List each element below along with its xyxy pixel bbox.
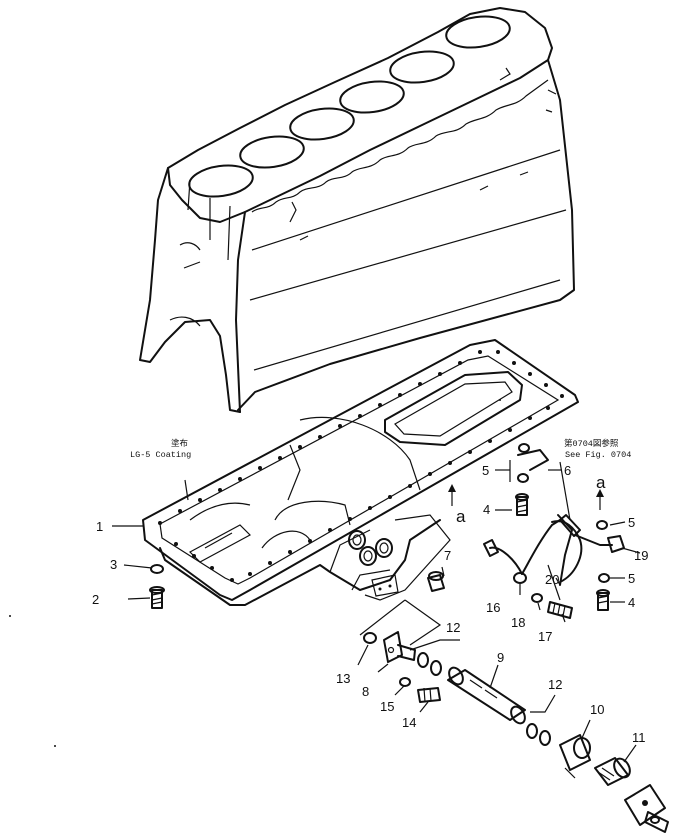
callout-18: 18 <box>511 615 525 630</box>
callout-5-lower-right: 5 <box>628 571 635 586</box>
callout-15: 15 <box>380 699 394 714</box>
callout-20: 20 <box>545 572 559 587</box>
callout-5-upper-right: 5 <box>628 515 635 530</box>
callout-3: 3 <box>110 557 117 572</box>
callout-19: 19 <box>634 548 648 563</box>
callout-9: 9 <box>497 650 504 665</box>
callout-8: 8 <box>362 684 369 699</box>
oil-pan-drawing <box>142 339 579 606</box>
callout-17: 17 <box>538 629 552 644</box>
callout-16: 16 <box>486 600 500 615</box>
callout-6: 6 <box>564 463 571 478</box>
callout-11: 11 <box>632 730 646 745</box>
callout-14: 14 <box>402 715 416 730</box>
callout-7: 7 <box>444 548 451 563</box>
see-fig-note-en: See Fig. 0704 <box>565 450 631 460</box>
callout-10: 10 <box>590 702 604 717</box>
view-mark-a-left: a <box>456 507 466 526</box>
callout-4-left: 4 <box>483 502 490 517</box>
callout-5-left: 5 <box>482 463 489 478</box>
callout-13: 13 <box>336 671 350 686</box>
cylinder-block-drawing <box>139 7 575 413</box>
leader-lines <box>9 399 641 763</box>
coating-note-en: LG-5 Coating <box>130 450 191 460</box>
callout-12-upper: 12 <box>446 620 460 635</box>
callout-12-lower: 12 <box>548 677 562 692</box>
see-fig-note-jp: 第0704図参照 <box>564 438 619 449</box>
coating-note-jp: 塗布 <box>171 438 188 449</box>
view-mark-a-right: a <box>596 473 606 492</box>
callout-1: 1 <box>96 519 103 534</box>
dipstick-tube-drawing <box>363 631 669 833</box>
callout-2: 2 <box>92 592 99 607</box>
sensor-harness-drawing <box>427 443 625 619</box>
callout-4-right: 4 <box>628 595 635 610</box>
